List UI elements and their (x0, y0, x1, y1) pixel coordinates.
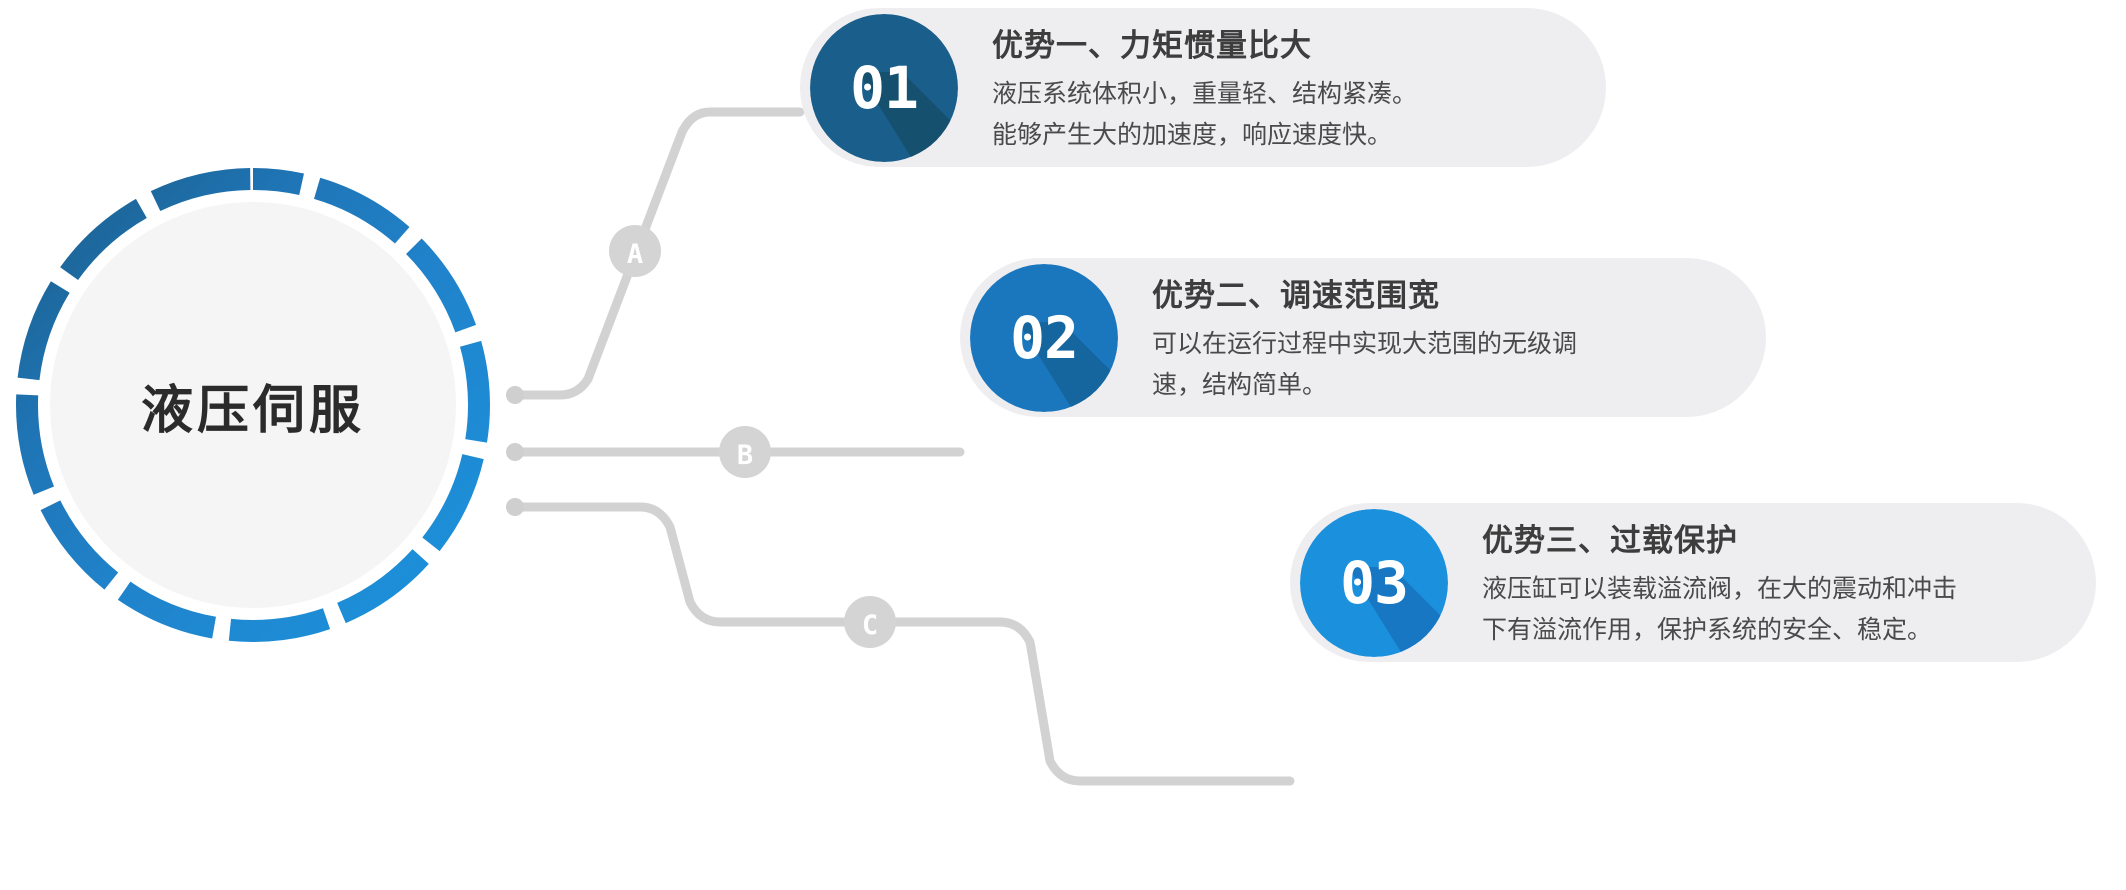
connector-markers: A B C (609, 225, 896, 648)
connector-marker-c: C (844, 596, 896, 648)
marker-label-b: B (737, 440, 753, 471)
connector-origin-dots (506, 386, 524, 516)
connector-path-c (510, 502, 1295, 786)
marker-circle-b (719, 426, 771, 478)
badge-long-shadow-3 (1300, 509, 1448, 657)
advantage-card-3-title: 优势三、过载保护 (1482, 523, 1738, 558)
advantage-card-2-line-1: 可以在运行过程中实现大范围的无级调 (1152, 330, 1578, 358)
origin-dot-b (506, 443, 524, 461)
marker-label-a: A (627, 239, 643, 270)
advantage-card-2-title: 优势二、调速范围宽 (1152, 278, 1440, 313)
marker-circle-c (844, 596, 896, 648)
advantage-number-label-2: 02 (1010, 304, 1079, 372)
advantage-card-3-text: 优势三、过载保护 液压缸可以装载溢流阀，在大的震动和冲击 下有溢流作用，保护系统… (1482, 515, 1957, 650)
connector-marker-b: B (719, 426, 771, 478)
advantage-number-label-3: 03 (1340, 549, 1409, 617)
advantage-card-1-title: 优势一、力矩惯量比大 (992, 28, 1312, 63)
central-hub: 液压伺服 (8, 160, 498, 650)
marker-label-c: C (862, 610, 878, 641)
advantage-card-3-line-2: 下有溢流作用，保护系统的安全、稳定。 (1482, 615, 1933, 644)
hub-core: 液压伺服 (50, 202, 456, 608)
advantage-card-2-text: 优势二、调速范围宽 可以在运行过程中实现大范围的无级调 速，结构简单。 (1152, 270, 1577, 405)
advantage-number-badge-2[interactable]: 02 (970, 264, 1118, 412)
marker-circle-a (609, 225, 661, 277)
hub-dashed-ring (16, 168, 490, 642)
advantage-number-label-1: 01 (850, 54, 919, 122)
advantage-card-2-line-2: 速，结构简单。 (1152, 370, 1328, 399)
origin-dot-c (506, 498, 524, 516)
connector-marker-a: A (609, 225, 661, 277)
badge-long-shadow-2 (970, 264, 1118, 412)
advantage-card-1-line-2: 能够产生大的加速度，响应速度快。 (992, 120, 1393, 149)
advantage-card-3-line-1: 液压缸可以装载溢流阀，在大的震动和冲击 (1482, 575, 1958, 603)
hub-label: 液压伺服 (140, 381, 365, 440)
advantage-card-1-line-1: 液压系统体积小，重量轻、结构紧凑。 (992, 80, 1418, 108)
advantage-number-badge-3[interactable]: 03 (1300, 509, 1448, 657)
advantage-number-badge-1[interactable]: 01 (810, 14, 958, 162)
advantage-card-1-text: 优势一、力矩惯量比大 液压系统体积小，重量轻、结构紧凑。 能够产生大的加速度，响… (992, 20, 1417, 155)
origin-dot-a (506, 386, 524, 404)
badge-long-shadow-1 (810, 14, 958, 162)
